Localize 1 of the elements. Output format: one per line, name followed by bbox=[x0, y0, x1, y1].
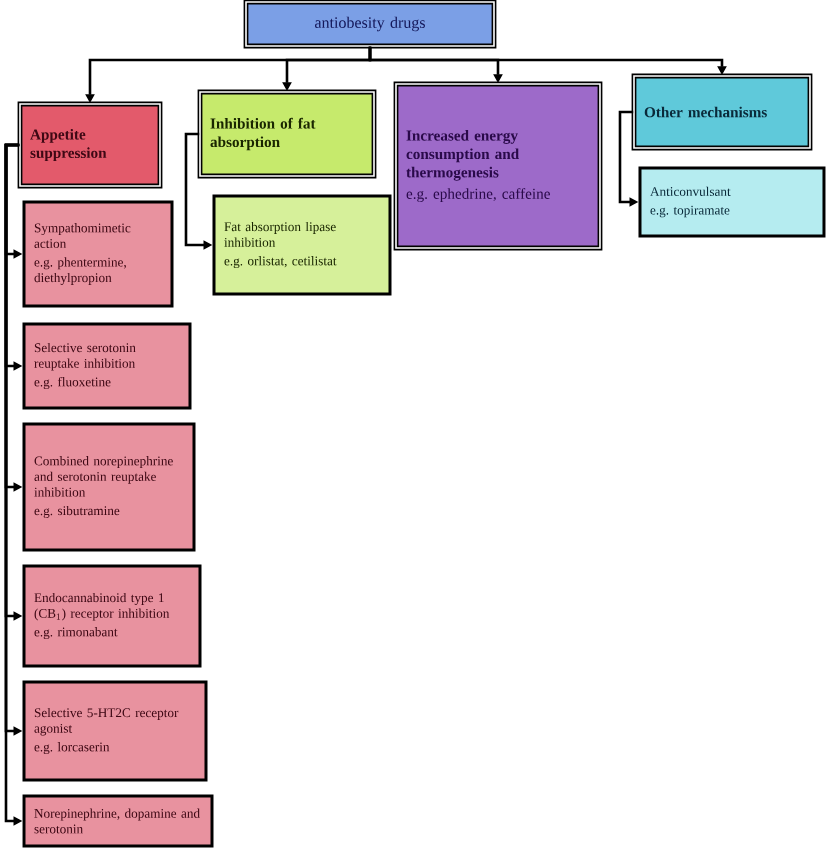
heading-box: antiobesity drugs bbox=[243, 0, 497, 49]
